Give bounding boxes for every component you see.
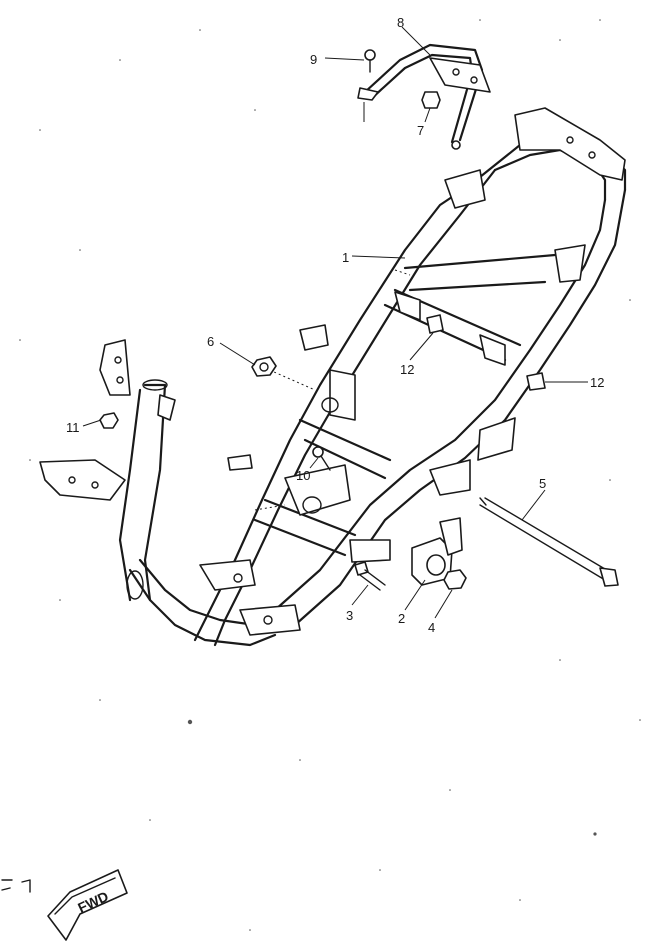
nut-11 <box>99 412 119 429</box>
head-pipe <box>118 383 167 602</box>
frame-right-rail-outer <box>273 198 607 612</box>
nut-7 <box>421 91 441 109</box>
leader-12a <box>409 332 434 361</box>
long-bolt-5 <box>479 497 619 587</box>
callout-5: 5 <box>539 476 546 491</box>
leader-7 <box>424 107 431 123</box>
callout-leaders <box>82 26 588 619</box>
footboard-bracket-left <box>199 559 256 591</box>
frame-upper-crossmember <box>403 253 557 292</box>
leader-11 <box>82 419 102 427</box>
callout-2: 2 <box>398 611 405 626</box>
front-upper-bracket <box>99 339 131 396</box>
frame-left-rail-inner <box>213 168 497 647</box>
bolt-9 <box>364 49 376 73</box>
crossmember-gusset-right <box>479 334 506 366</box>
callout-labels: 1 2 3 4 5 6 7 8 9 10 11 12 12 <box>66 15 604 635</box>
clip-nut-12a <box>426 314 444 334</box>
nut-6 <box>251 356 277 377</box>
front-lower-bracket <box>39 459 126 501</box>
leader-10 <box>309 457 319 469</box>
leader-3 <box>351 584 369 606</box>
hidden-line-mount <box>254 504 286 511</box>
engine-mount-plate <box>284 464 351 516</box>
clip-nut-12b <box>526 372 546 391</box>
rear-side-tab <box>554 244 586 283</box>
small-tab-upper <box>299 324 329 351</box>
center-bracket-hole <box>321 397 339 413</box>
grip-bar-plate <box>429 57 491 93</box>
small-tab-left <box>227 454 253 471</box>
leader-2 <box>404 579 426 611</box>
callout-12a: 12 <box>400 362 414 377</box>
rear-grip-bar <box>357 43 491 150</box>
head-pipe-top <box>142 379 168 391</box>
rear-bracket-right <box>477 417 516 461</box>
rear-tail-bracket <box>514 107 626 181</box>
bracket-2-plate <box>439 517 463 556</box>
fwd-direction-badge: FWD <box>1 869 128 941</box>
cropped-edge-mark <box>1 879 31 893</box>
leader-5 <box>521 489 546 521</box>
leader-8 <box>401 26 431 56</box>
callout-7: 7 <box>417 123 424 138</box>
side-stand-plate <box>349 539 391 563</box>
leader-6 <box>219 342 256 366</box>
fwd-arrow-icon <box>47 869 128 941</box>
center-bracket <box>329 369 356 421</box>
leader-4 <box>434 589 453 619</box>
callout-10: 10 <box>296 468 310 483</box>
front-side-bracket <box>157 394 176 421</box>
leader-1 <box>351 255 406 259</box>
leader-9 <box>324 57 365 61</box>
scan-specks <box>19 19 641 931</box>
callout-9: 9 <box>310 52 317 67</box>
down-tube-end-cap <box>126 570 144 600</box>
bolt-3 <box>354 561 386 591</box>
grip-bar-end <box>451 140 461 150</box>
callout-8: 8 <box>397 15 404 30</box>
hidden-line-cross <box>394 269 411 276</box>
nut-4 <box>443 569 467 590</box>
callout-3: 3 <box>346 608 353 623</box>
callout-11: 11 <box>66 420 80 435</box>
front-down-tube-outer <box>128 568 277 647</box>
crossmember-gusset-left <box>394 291 421 321</box>
callout-6: 6 <box>207 334 214 349</box>
footboard-bracket-right <box>239 604 301 636</box>
callout-12b: 12 <box>590 375 604 390</box>
grip-bar-front-plate <box>357 87 379 101</box>
bolt-10 <box>312 446 331 471</box>
main-frame <box>39 107 627 647</box>
engine-mount-bushing-left <box>302 496 322 514</box>
rear-bracket-mid <box>429 459 471 496</box>
callout-4: 4 <box>428 620 435 635</box>
bushing-2 <box>411 517 463 586</box>
callout-1: 1 <box>342 250 349 265</box>
hidden-line-6 <box>264 367 316 391</box>
rear-upper-bracket <box>444 169 486 209</box>
